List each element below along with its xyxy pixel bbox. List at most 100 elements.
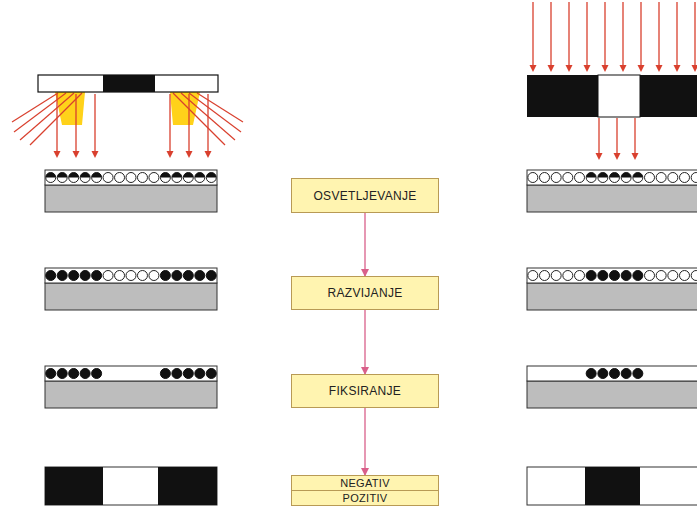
silver-halide xyxy=(149,271,159,281)
silver-halide xyxy=(551,271,561,281)
silver-halide xyxy=(137,271,147,281)
step-label: FIKSIRANJE xyxy=(329,384,401,398)
process-box: FIKSIRANJE xyxy=(291,374,439,408)
silver-grain xyxy=(633,271,643,281)
silver-halide xyxy=(126,271,136,281)
silver-halide xyxy=(668,271,678,281)
silver-grain xyxy=(621,271,631,281)
ray-head xyxy=(692,65,697,72)
light-ray xyxy=(616,118,617,154)
silver-halide xyxy=(149,173,159,183)
ray-head xyxy=(656,65,663,72)
silver-grain xyxy=(195,271,205,281)
silver-halide xyxy=(680,271,690,281)
latent-image xyxy=(69,173,79,178)
light-ray xyxy=(658,2,659,66)
mask xyxy=(38,75,218,92)
silver-halide xyxy=(563,271,573,281)
silver-grain xyxy=(633,369,643,379)
latent-image xyxy=(183,173,193,178)
film-developed xyxy=(527,268,697,310)
ray-head xyxy=(602,65,609,72)
ray-head xyxy=(530,65,537,72)
silver-grain xyxy=(57,271,67,281)
silver-halide xyxy=(137,173,147,183)
light-ray xyxy=(169,94,170,152)
light-ray xyxy=(694,2,695,66)
silver-grain xyxy=(46,271,56,281)
process-box: OSVETLJEVANJE xyxy=(291,178,439,213)
silver-halide xyxy=(621,173,631,183)
film-exposed xyxy=(45,170,217,212)
latent-image xyxy=(633,173,643,178)
light-ray xyxy=(75,94,76,152)
ray-head xyxy=(596,153,603,160)
silver-grain xyxy=(80,271,90,281)
silver-grain xyxy=(46,369,56,379)
silver-grain xyxy=(586,369,596,379)
silver-grain xyxy=(621,369,631,379)
silver-halide xyxy=(57,173,67,183)
silver-halide xyxy=(115,271,125,281)
silver-halide xyxy=(575,173,585,183)
ray-head xyxy=(674,65,681,72)
ray-head xyxy=(92,151,99,158)
silver-grain xyxy=(610,271,620,281)
light-ray xyxy=(207,94,208,152)
silver-halide xyxy=(528,271,538,281)
light-ray xyxy=(532,2,533,66)
silver-halide xyxy=(645,271,655,281)
silver-halide xyxy=(551,173,561,183)
latent-image xyxy=(598,173,608,178)
ray-head xyxy=(638,65,645,72)
latent-image xyxy=(57,173,67,178)
silver-grain xyxy=(172,369,182,379)
step-label: RAZVIJANJE xyxy=(327,286,402,300)
light-ray xyxy=(634,118,635,154)
silver-halide xyxy=(528,173,538,183)
silver-grain xyxy=(80,369,90,379)
silver-grain xyxy=(57,369,67,379)
silver-halide xyxy=(103,271,113,281)
step-label: POZITIV xyxy=(343,492,388,504)
light-ray xyxy=(586,2,587,66)
silver-halide xyxy=(160,173,170,183)
silver-halide xyxy=(103,173,113,183)
positive-image xyxy=(527,467,697,505)
silver-grain xyxy=(183,369,193,379)
light-ray xyxy=(568,2,569,66)
silver-halide xyxy=(183,173,193,183)
silver-grain xyxy=(69,369,79,379)
latent-image xyxy=(80,173,90,178)
silver-halide xyxy=(656,173,666,183)
ray-head xyxy=(186,151,193,158)
ray-head xyxy=(73,151,80,158)
ray-head xyxy=(620,65,627,72)
latent-image xyxy=(160,173,170,178)
latent-image xyxy=(172,173,182,178)
ray-head xyxy=(614,153,621,160)
mask-dark xyxy=(103,75,155,92)
silver-halide xyxy=(656,271,666,281)
silver-halide xyxy=(575,271,585,281)
silver-halide xyxy=(92,173,102,183)
process-box: NEGATIV xyxy=(291,475,439,491)
mask xyxy=(527,75,697,117)
silver-halide xyxy=(680,173,690,183)
silver-grain xyxy=(92,369,102,379)
silver-grain xyxy=(92,271,102,281)
silver-halide xyxy=(668,173,678,183)
light-ray xyxy=(598,118,599,154)
silver-grain xyxy=(160,271,170,281)
light-ray xyxy=(188,94,189,152)
silver-halide xyxy=(46,173,56,183)
film-fixed xyxy=(45,366,217,408)
latent-image xyxy=(195,173,205,178)
latent-image xyxy=(610,173,620,178)
silver-grain xyxy=(172,271,182,281)
ray-head xyxy=(548,65,555,72)
step-label: OSVETLJEVANJE xyxy=(313,189,416,203)
silver-grain xyxy=(160,369,170,379)
